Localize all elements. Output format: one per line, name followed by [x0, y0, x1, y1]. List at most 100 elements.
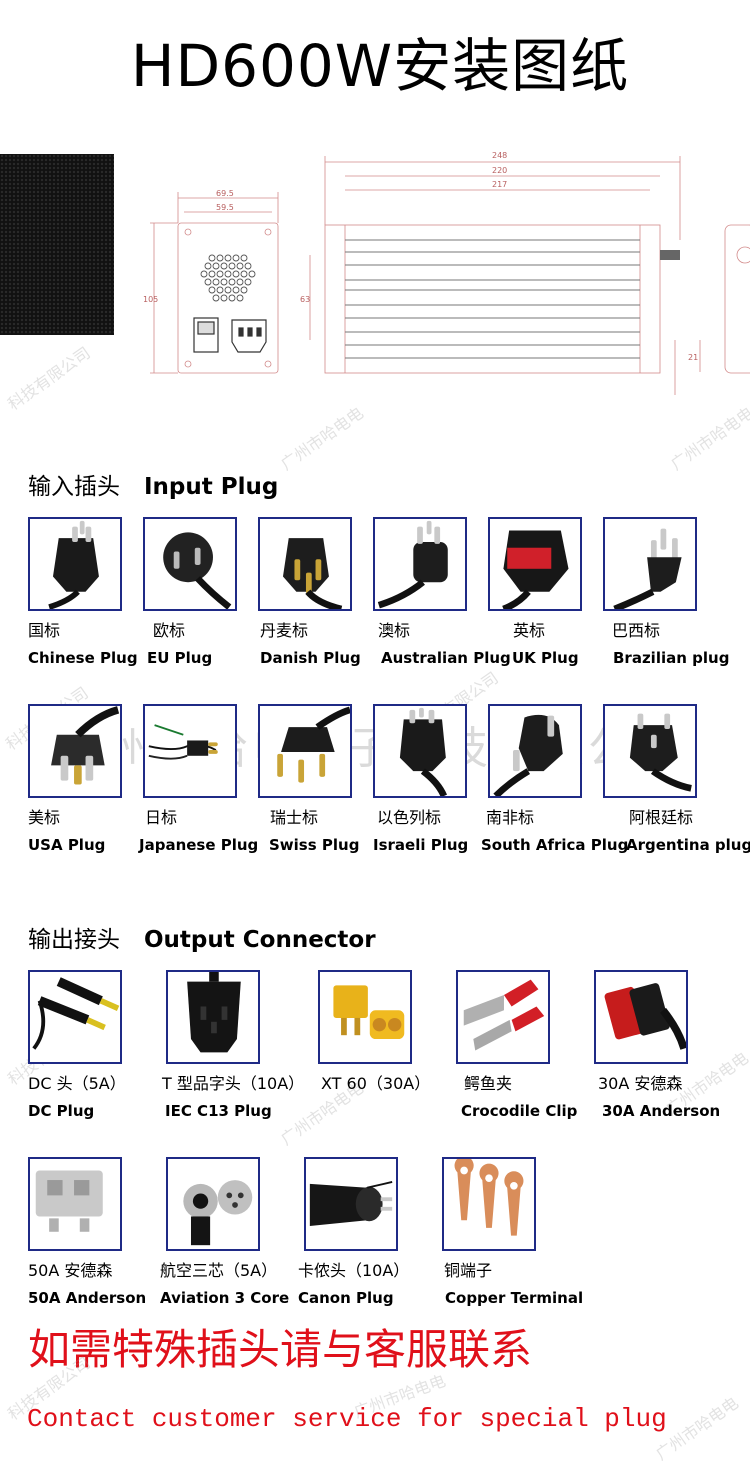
label-en: Crocodile Clip — [461, 1102, 578, 1120]
label-en: South Africa Plug — [481, 836, 629, 854]
output-title-en: Output Connector — [144, 927, 376, 953]
label-cn: 美标 — [28, 808, 61, 827]
dc-plug-icon — [32, 977, 120, 1050]
swiss-plug-image — [258, 704, 352, 798]
label-cn: T 型品字头（10A） — [162, 1074, 305, 1093]
contact-en-text: Contact customer service for special plu… — [27, 1404, 667, 1434]
watermark-fragment: 广州市哈电电 — [277, 403, 367, 474]
japanese-plug-icon — [148, 724, 218, 760]
eu-plug-icon — [163, 532, 232, 609]
brazilian-plug-image — [603, 517, 697, 611]
label-cn: 日标 — [145, 808, 178, 827]
australian-plug-icon — [377, 520, 448, 609]
label-cn: XT 60（30A） — [321, 1074, 431, 1093]
label-cn: 南非标 — [486, 808, 535, 827]
label-en: Australian Plug — [381, 649, 511, 667]
anderson-30a-image — [594, 970, 688, 1064]
dim-105: 105 — [143, 295, 158, 304]
label-en: Japanese Plug — [139, 836, 259, 854]
label-cn: 阿根廷标 — [629, 808, 694, 827]
label-cn: DC 头（5A） — [28, 1074, 126, 1093]
label-cn: 巴西标 — [612, 621, 661, 640]
label-cn: 丹麦标 — [260, 621, 309, 640]
danish-plug-image — [258, 517, 352, 611]
argentina-plug-icon — [629, 713, 692, 792]
eu-plug-image — [143, 517, 237, 611]
uk-plug-image — [488, 517, 582, 611]
output-section-title: 输出接头 Output Connector — [28, 925, 376, 955]
xt60-connector-image — [318, 970, 412, 1064]
anderson-50a-image — [28, 1157, 122, 1251]
dim-21: 21 — [688, 353, 698, 362]
label-en: Israeli Plug — [373, 836, 469, 854]
usa-plug-image — [28, 704, 122, 798]
iec-c13-plug-icon — [187, 972, 241, 1053]
copper-terminal-image — [442, 1157, 536, 1251]
anderson-30a-icon — [604, 983, 686, 1050]
label-en: Copper Terminal — [445, 1289, 584, 1307]
drawing-svg: 248 220 217 69.5 59.5 105 63 21 — [143, 151, 750, 395]
chinese-plug-icon — [48, 520, 99, 609]
japanese-plug-image — [143, 704, 237, 798]
label-cn: 卡侬头（10A） — [298, 1261, 410, 1280]
watermark-fragment: 科技有限公司 — [4, 343, 94, 414]
canon-plug-image — [304, 1157, 398, 1251]
label-cn: 鳄鱼夹 — [464, 1074, 513, 1093]
input-title-en: Input Plug — [144, 474, 279, 500]
label-cn: 澳标 — [378, 621, 411, 640]
anderson-50a-icon — [35, 1170, 103, 1232]
label-cn: 瑞士标 — [270, 808, 319, 827]
dc-plug-image — [28, 970, 122, 1064]
watermark-fragment: 广州市哈电电 — [667, 403, 750, 474]
australian-plug-image — [373, 517, 467, 611]
aviation-connector-icon — [183, 1180, 253, 1246]
label-en: 50A Anderson — [28, 1289, 147, 1307]
label-cn: 以色列标 — [377, 808, 442, 827]
copper-terminal-icon — [454, 1159, 524, 1236]
dim-220: 220 — [492, 166, 507, 175]
output-title-cn: 输出接头 — [28, 927, 120, 953]
page-title: HD600W安装图纸 — [130, 32, 630, 100]
south-africa-plug-icon — [493, 714, 563, 796]
label-en: IEC C13 Plug — [165, 1102, 272, 1120]
label-cn: 英标 — [513, 621, 546, 640]
installation-drawing: 248 220 217 69.5 59.5 105 63 21 — [140, 140, 750, 405]
label-en: USA Plug — [28, 836, 106, 854]
label-en: Argentina plug — [626, 836, 750, 854]
crocodile-clip-icon — [463, 979, 545, 1051]
canon-plug-icon — [309, 1181, 393, 1227]
label-cn: 航空三芯（5A） — [160, 1261, 278, 1280]
usa-plug-icon — [51, 706, 120, 785]
label-en: EU Plug — [147, 649, 213, 667]
israeli-plug-icon — [399, 707, 448, 796]
contact-cn-text: 如需特殊插头请与客服联系 — [28, 1325, 533, 1374]
iec-c13-plug-image — [166, 970, 260, 1064]
dim-69-5: 69.5 — [216, 189, 234, 198]
aviation-connector-image — [166, 1157, 260, 1251]
label-cn: 欧标 — [153, 621, 186, 640]
dim-63: 63 — [300, 295, 310, 304]
crocodile-clip-image — [456, 970, 550, 1064]
label-en: 30A Anderson — [602, 1102, 721, 1120]
label-en: Swiss Plug — [269, 836, 360, 854]
dim-59-5: 59.5 — [216, 203, 234, 212]
label-cn: 30A 安德森 — [598, 1074, 683, 1093]
label-cn: 国标 — [28, 621, 61, 640]
black-square-image — [0, 154, 114, 335]
label-cn: 50A 安德森 — [28, 1261, 113, 1280]
chinese-plug-image — [28, 517, 122, 611]
label-en: Aviation 3 Core — [160, 1289, 290, 1307]
label-en: Chinese Plug — [28, 649, 138, 667]
swiss-plug-icon — [277, 706, 350, 783]
label-en: UK Plug — [512, 649, 579, 667]
israeli-plug-image — [373, 704, 467, 798]
brazilian-plug-icon — [613, 528, 682, 609]
uk-plug-icon — [502, 530, 569, 609]
dim-248: 248 — [492, 151, 507, 160]
input-title-cn: 输入插头 — [28, 474, 120, 500]
danish-plug-icon — [282, 538, 343, 609]
argentina-plug-image — [603, 704, 697, 798]
label-cn: 铜端子 — [444, 1261, 493, 1280]
label-en: Canon Plug — [298, 1289, 394, 1307]
dim-217: 217 — [492, 180, 507, 189]
